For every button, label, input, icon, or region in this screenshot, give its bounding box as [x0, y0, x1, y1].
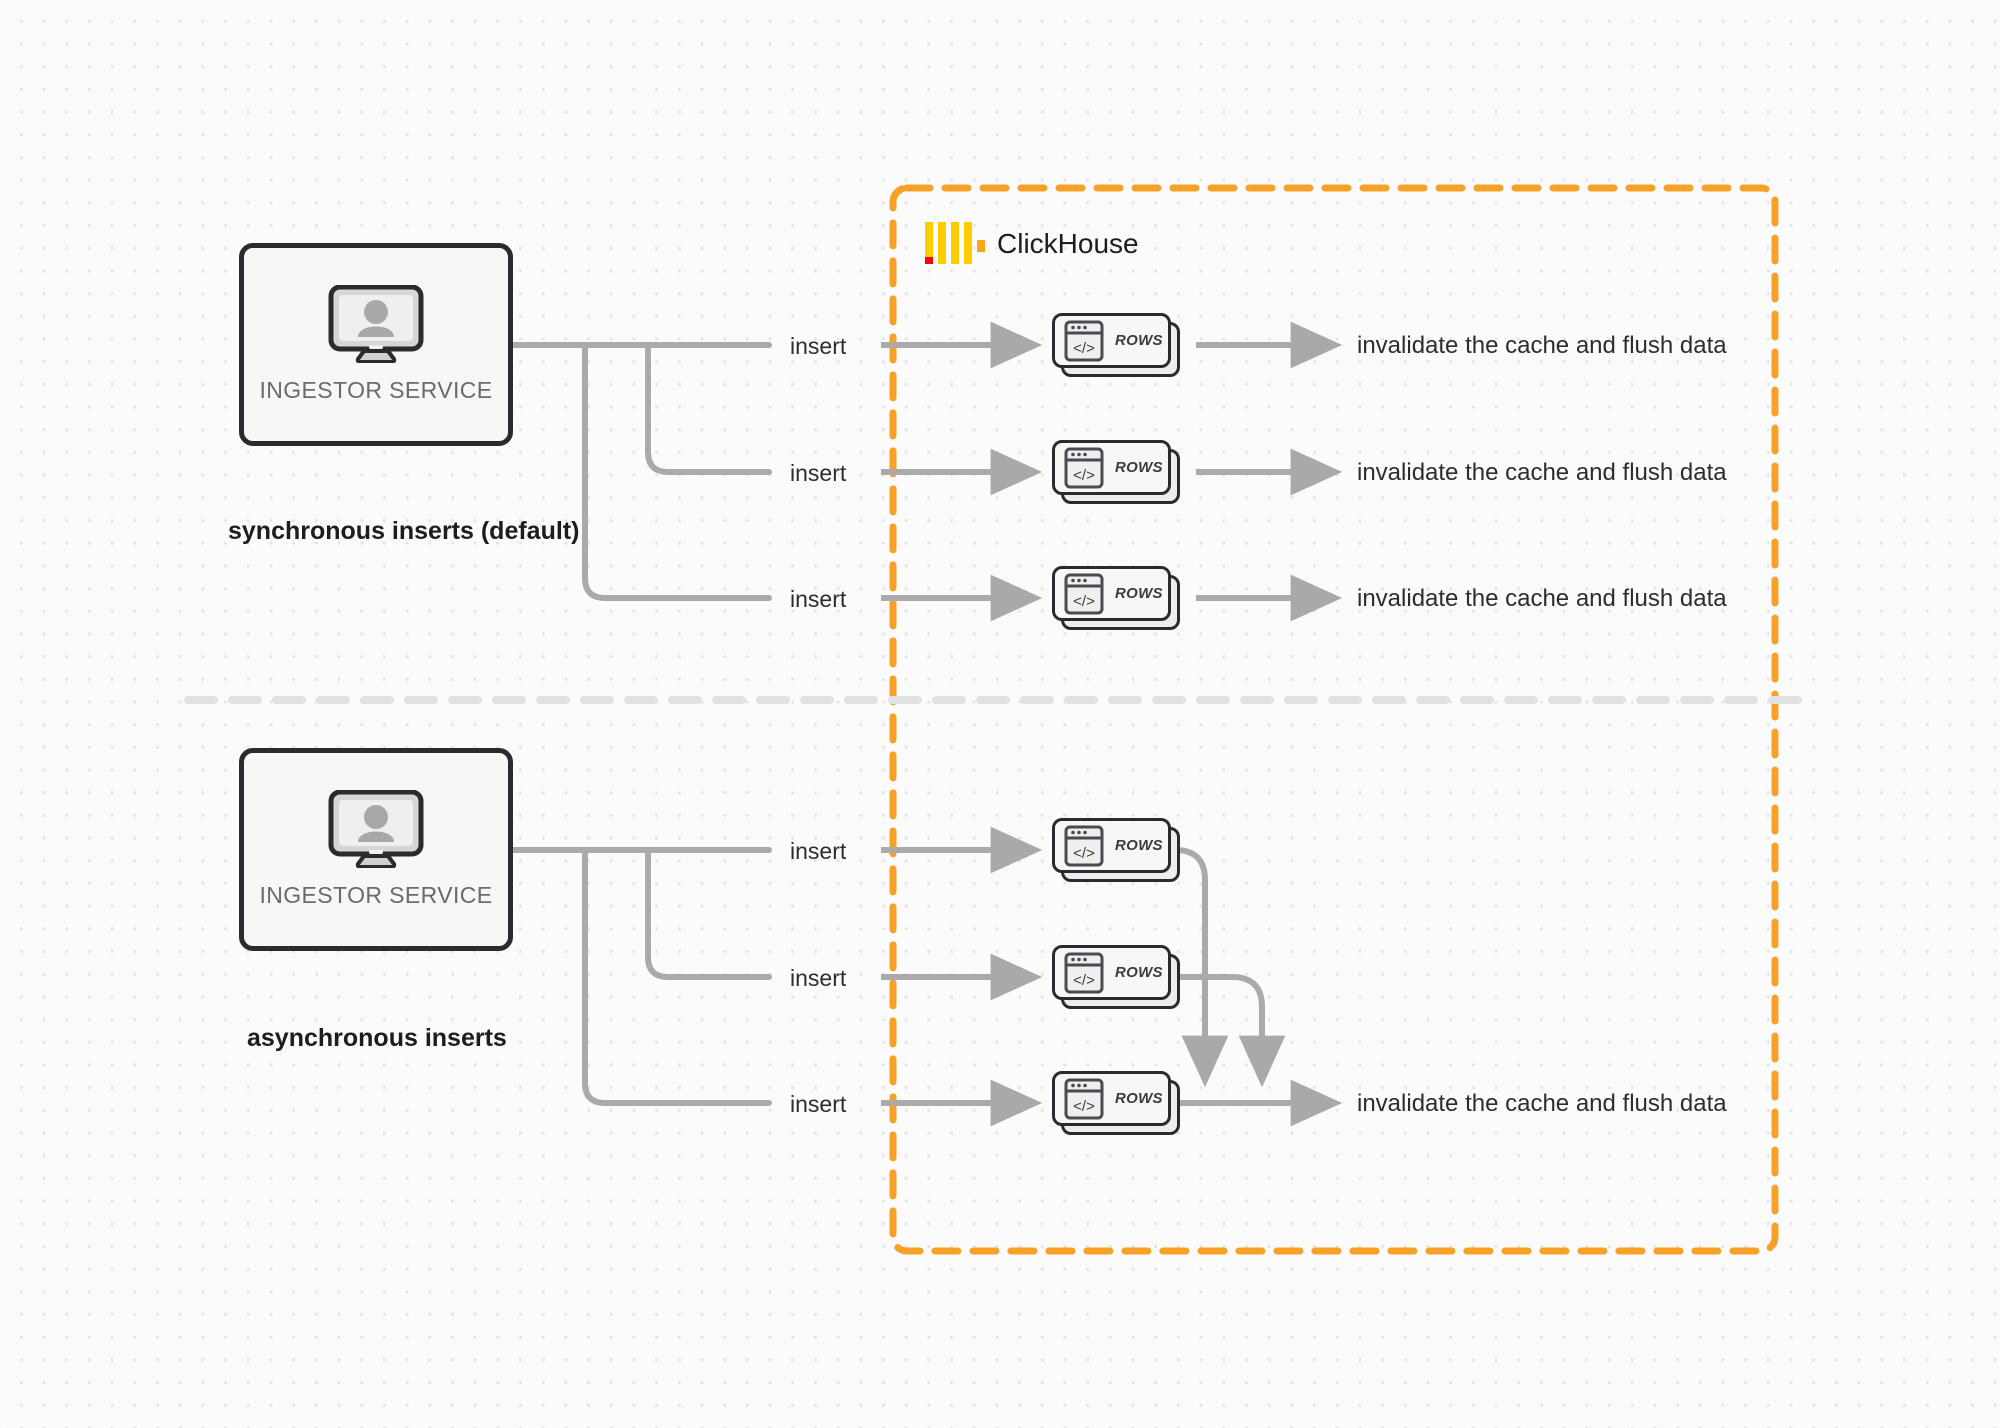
code-window-icon: </> — [1064, 320, 1104, 361]
code-window-icon: </> — [1064, 573, 1104, 614]
rows-card-label: ROWS — [1115, 1090, 1163, 1107]
rows-card-face: </> ROWS — [1052, 313, 1171, 368]
sync-insert-label-1: insert — [790, 333, 847, 359]
async-section-label: asynchronous inserts — [247, 1024, 507, 1052]
monitor-user-icon — [328, 790, 424, 868]
svg-text:</>: </> — [1073, 845, 1095, 862]
sync-flush-label-2: invalidate the cache and flush data — [1357, 459, 1727, 486]
async-flush-label: invalidate the cache and flush data — [1357, 1090, 1727, 1117]
rows-card-label: ROWS — [1115, 964, 1163, 981]
sync-flush-arrows — [1196, 321, 1343, 622]
async-insert-label-2: insert — [790, 965, 847, 991]
async-rows-card-1[interactable]: </> ROWS — [1052, 818, 1180, 882]
code-window-icon: </> — [1064, 447, 1104, 488]
async-insert-arrows — [881, 826, 1043, 1127]
svg-text:</>: </> — [1073, 593, 1095, 610]
rows-card-label: ROWS — [1115, 837, 1163, 854]
clickhouse-boundary-label: ClickHouse — [997, 228, 1139, 259]
sync-rows-card-1[interactable]: </> ROWS — [1052, 313, 1180, 377]
code-window-icon: </> — [1064, 952, 1104, 993]
code-window-icon: </> — [1064, 825, 1104, 866]
async-merge-arrows — [1172, 847, 1286, 1088]
sync-insert-label-2: insert — [790, 460, 847, 486]
sync-section-label: synchronous inserts (default) — [228, 517, 580, 545]
monitor-user-icon — [328, 285, 424, 363]
sync-insert-arrows — [881, 321, 1043, 622]
rows-card-label: ROWS — [1115, 332, 1163, 349]
sync-rows-card-3[interactable]: </> ROWS — [1052, 566, 1180, 630]
rows-card-face: </> ROWS — [1052, 566, 1171, 621]
async-ingestor-service-label: INGESTOR SERVICE — [259, 882, 493, 908]
sync-ingestor-service-label: INGESTOR SERVICE — [259, 377, 493, 403]
rows-card-face: </> ROWS — [1052, 1071, 1171, 1126]
clickhouse-boundary — [889, 184, 1779, 1255]
sync-flush-label-1: invalidate the cache and flush data — [1357, 332, 1727, 359]
async-rows-card-3[interactable]: </> ROWS — [1052, 1071, 1180, 1135]
sync-rows-card-2[interactable]: </> ROWS — [1052, 440, 1180, 504]
svg-text:</>: </> — [1073, 972, 1095, 989]
clickhouse-logo — [925, 222, 985, 264]
sync-insert-label-3: insert — [790, 586, 847, 612]
rows-card-label: ROWS — [1115, 585, 1163, 602]
rows-card-face: </> ROWS — [1052, 818, 1171, 873]
async-insert-label-3: insert — [790, 1091, 847, 1117]
rows-card-label: ROWS — [1115, 459, 1163, 476]
sync-ingestor-service-box[interactable]: INGESTOR SERVICE — [239, 243, 513, 446]
async-insert-label-1: insert — [790, 838, 847, 864]
async-connectors — [510, 847, 772, 1106]
async-ingestor-service-box[interactable]: INGESTOR SERVICE — [239, 748, 513, 951]
svg-text:</>: </> — [1073, 340, 1095, 357]
rows-card-face: </> ROWS — [1052, 945, 1171, 1000]
async-rows-card-2[interactable]: </> ROWS — [1052, 945, 1180, 1009]
sync-connectors — [510, 342, 772, 601]
svg-text:</>: </> — [1073, 467, 1095, 484]
svg-text:</>: </> — [1073, 1098, 1095, 1115]
sync-flush-label-3: invalidate the cache and flush data — [1357, 585, 1727, 612]
code-window-icon: </> — [1064, 1078, 1104, 1119]
rows-card-face: </> ROWS — [1052, 440, 1171, 495]
